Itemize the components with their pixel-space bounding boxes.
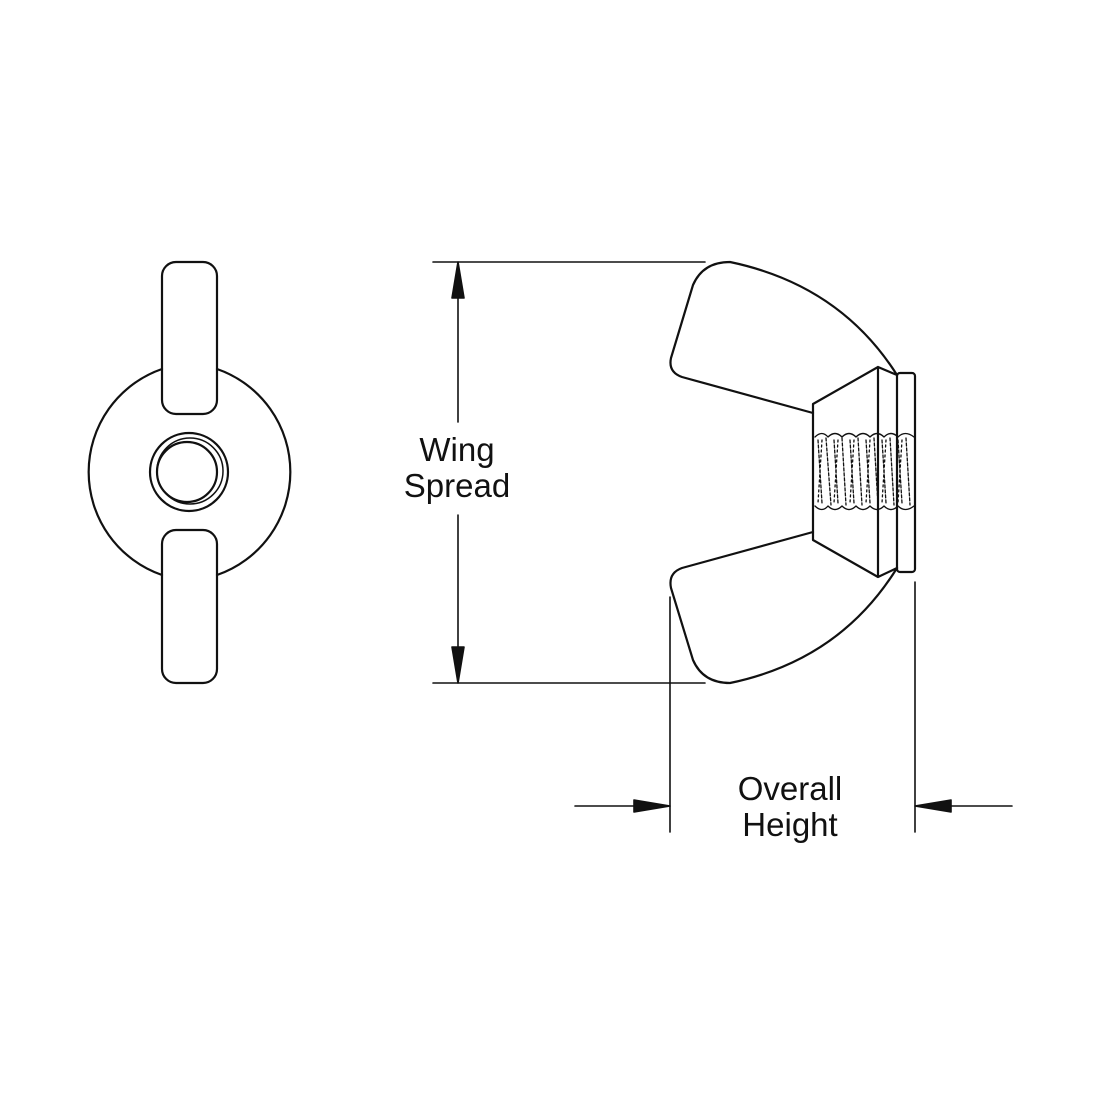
dimension-overall-height xyxy=(574,581,1013,833)
threads xyxy=(814,432,915,511)
wing-spread-label: Wing Spread xyxy=(357,432,557,504)
arrow-right-icon xyxy=(633,799,671,813)
hole-outer xyxy=(148,431,230,513)
wing-spread-line2: Spread xyxy=(403,467,511,504)
arrow-down-icon xyxy=(451,646,465,684)
overall-height-line1: Overall xyxy=(737,770,843,807)
front-view xyxy=(87,260,292,685)
wing-spread-line1: Wing xyxy=(419,431,495,468)
overall-height-line2: Height xyxy=(742,806,838,843)
thread-ring xyxy=(156,437,224,505)
arrow-up-icon xyxy=(451,261,465,299)
arrow-left-icon xyxy=(914,799,952,813)
base-circle xyxy=(87,367,292,577)
top-wing-side xyxy=(669,260,899,415)
side-view xyxy=(669,260,917,685)
top-wing xyxy=(160,260,219,416)
bottom-wing-side xyxy=(669,530,899,685)
flange xyxy=(895,371,917,574)
bottom-wing xyxy=(160,528,219,685)
hub xyxy=(811,365,899,579)
overall-height-label: Overall Height xyxy=(690,771,890,843)
dimension-wing-spread xyxy=(432,261,706,684)
